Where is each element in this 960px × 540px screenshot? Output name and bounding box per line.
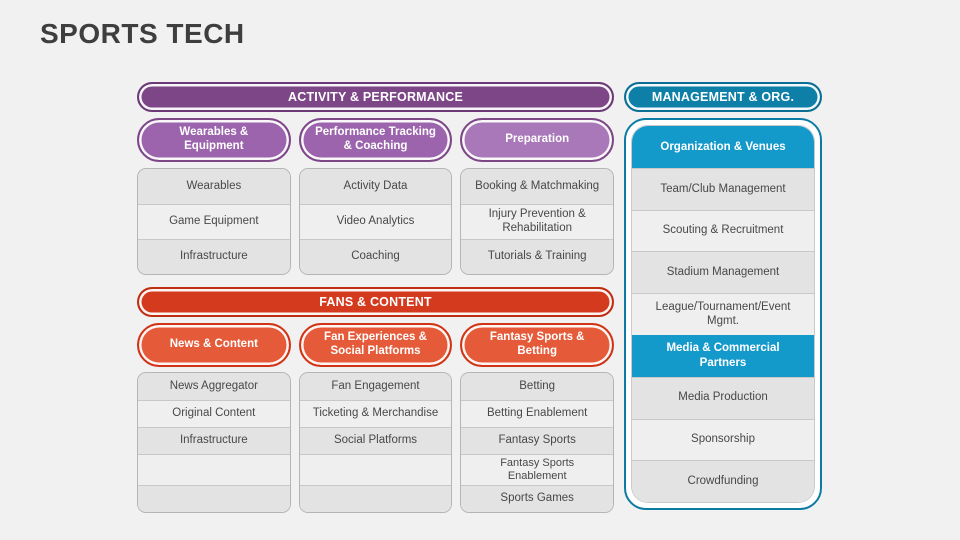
activity-tables-row: Wearables Game Equipment Infrastructure …	[137, 168, 615, 275]
table-cell: Infrastructure	[138, 427, 290, 454]
section-header-activity-performance: ACTIVITY & PERFORMANCE	[137, 82, 614, 112]
table-cell	[299, 485, 452, 512]
pill-news-content: News & Content	[137, 323, 291, 367]
section-header-fans-content: FANS & CONTENT	[137, 287, 614, 317]
table-cell: Infrastructure	[138, 239, 290, 274]
fans-tables-row: News Aggregator Original Content Infrast…	[137, 372, 615, 513]
table-cell: Injury Prevention & Rehabilitation	[461, 204, 614, 239]
page-title: SPORTS TECH	[40, 18, 245, 49]
table-cell: Coaching	[299, 239, 452, 274]
table-cell	[138, 454, 290, 485]
pill-fan-experiences-social: Fan Experiences & Social Platforms	[298, 323, 453, 367]
table-cell: Social Platforms	[299, 427, 452, 454]
table-cell: Scouting & Recruitment	[632, 209, 814, 252]
table-cell: League/Tournament/Event Mgmt.	[632, 293, 814, 335]
table-cell: Original Content	[138, 400, 290, 427]
table-cell: Booking & Matchmaking	[461, 169, 614, 204]
table-cell: Activity Data	[299, 169, 452, 204]
table-cell: Crowdfunding	[632, 460, 814, 502]
activity-subheader-row: Wearables & Equipment Performance Tracki…	[137, 118, 615, 162]
table-preparation: Booking & Matchmaking Injury Prevention …	[460, 168, 615, 275]
table-cell	[299, 454, 452, 485]
fans-subheader-row: News & Content Fan Experiences & Social …	[137, 323, 615, 367]
left-panel: ACTIVITY & PERFORMANCE Wearables & Equip…	[137, 82, 615, 513]
table-cell: Stadium Management	[632, 251, 814, 294]
table-cell: Game Equipment	[138, 204, 290, 239]
management-container: Organization & Venues Team/Club Manageme…	[624, 118, 822, 510]
right-panel: MANAGEMENT & ORG. Organization & Venues …	[624, 82, 822, 510]
table-cell: Video Analytics	[299, 204, 452, 239]
table-cell: Fan Engagement	[299, 373, 452, 400]
band-media-commercial-partners: Media & Commercial Partners	[632, 334, 814, 377]
band-organization-venues: Organization & Venues	[632, 126, 814, 168]
table-cell: Sports Games	[461, 485, 614, 512]
management-list: Organization & Venues Team/Club Manageme…	[631, 125, 815, 503]
table-cell: Betting	[461, 373, 614, 400]
pill-wearables-equipment: Wearables & Equipment	[137, 118, 291, 162]
table-news-content: News Aggregator Original Content Infrast…	[137, 372, 291, 513]
table-cell: Ticketing & Merchandise	[299, 400, 452, 427]
table-fantasy-betting: Betting Betting Enablement Fantasy Sport…	[460, 372, 615, 513]
table-fan-experiences: Fan Engagement Ticketing & Merchandise S…	[298, 372, 453, 513]
table-performance-tracking: Activity Data Video Analytics Coaching	[298, 168, 453, 275]
table-cell: Betting Enablement	[461, 400, 614, 427]
table-cell: Tutorials & Training	[461, 239, 614, 274]
pill-preparation: Preparation	[460, 118, 615, 162]
table-cell: Team/Club Management	[632, 168, 814, 210]
table-cell: Fantasy Sports	[461, 427, 614, 454]
table-cell: Wearables	[138, 169, 290, 204]
pill-performance-tracking-coaching: Performance Tracking & Coaching	[298, 118, 453, 162]
table-cell: Fantasy Sports Enablement	[461, 454, 614, 485]
section-header-management-org: MANAGEMENT & ORG.	[624, 82, 822, 112]
table-cell: Media Production	[632, 376, 814, 419]
table-cell: News Aggregator	[138, 373, 290, 400]
pill-fantasy-sports-betting: Fantasy Sports & Betting	[460, 323, 615, 367]
table-cell	[138, 485, 290, 512]
table-cell: Sponsorship	[632, 418, 814, 461]
table-wearables-equipment: Wearables Game Equipment Infrastructure	[137, 168, 291, 275]
